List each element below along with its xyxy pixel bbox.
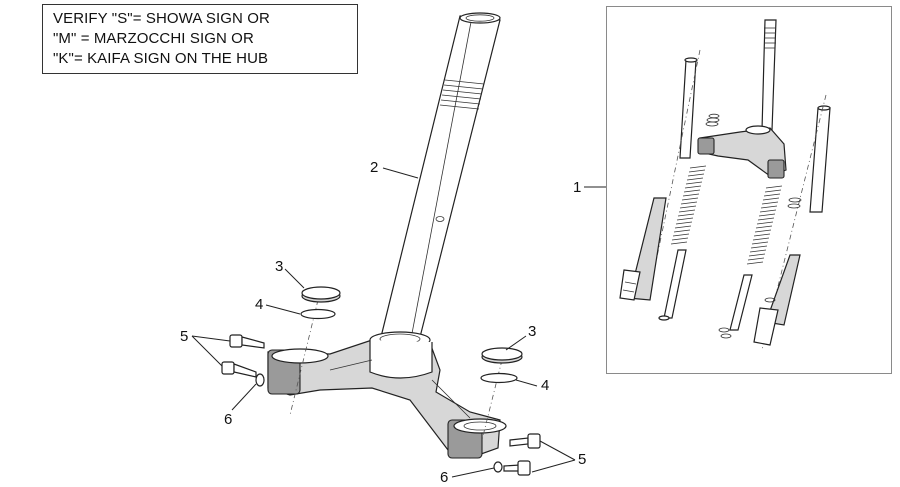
cap-left <box>301 286 341 303</box>
note-line-2: "M" = MARZOCCHI SIGN OR <box>53 30 254 47</box>
screw-right-upper <box>509 433 541 449</box>
callout-5-screws-right: 5 <box>578 451 587 468</box>
note-box: VERIFY "S"= SHOWA SIGN OR "M" = MARZOCCH… <box>42 4 358 74</box>
washer-left <box>255 373 265 387</box>
note-line-1: VERIFY "S"= SHOWA SIGN OR <box>53 10 270 27</box>
callout-4-ring-left: 4 <box>255 296 264 313</box>
screw-right-lower <box>503 460 531 476</box>
ring-left <box>300 308 336 320</box>
cap-right <box>481 347 523 364</box>
ring-right <box>480 372 518 384</box>
axis-left <box>289 299 319 416</box>
callout-3-cap-left: 3 <box>275 258 284 275</box>
note-line-3: "K"= KAIFA SIGN ON THE HUB <box>53 50 269 67</box>
spring-left <box>670 165 707 245</box>
callout-6-washer-right: 6 <box>440 469 449 486</box>
fork-assembly-inset <box>606 6 892 374</box>
callout-5-screws-left: 5 <box>180 328 189 345</box>
callout-2-steering-tube: 2 <box>370 159 379 176</box>
fork-assembly-drawing <box>619 19 831 351</box>
callout-4-ring-right: 4 <box>541 377 550 394</box>
spring-right <box>746 185 783 265</box>
callout-1-fork-assembly: 1 <box>573 179 582 196</box>
leader-lines <box>191 167 606 478</box>
triple-clamp <box>267 331 507 459</box>
steering-tube <box>379 12 501 346</box>
screw-left-lower <box>221 361 257 378</box>
washer-right <box>493 461 503 473</box>
callout-6-washer-left: 6 <box>224 411 233 428</box>
screw-left-upper <box>229 334 265 349</box>
callout-3-cap-right: 3 <box>528 323 537 340</box>
